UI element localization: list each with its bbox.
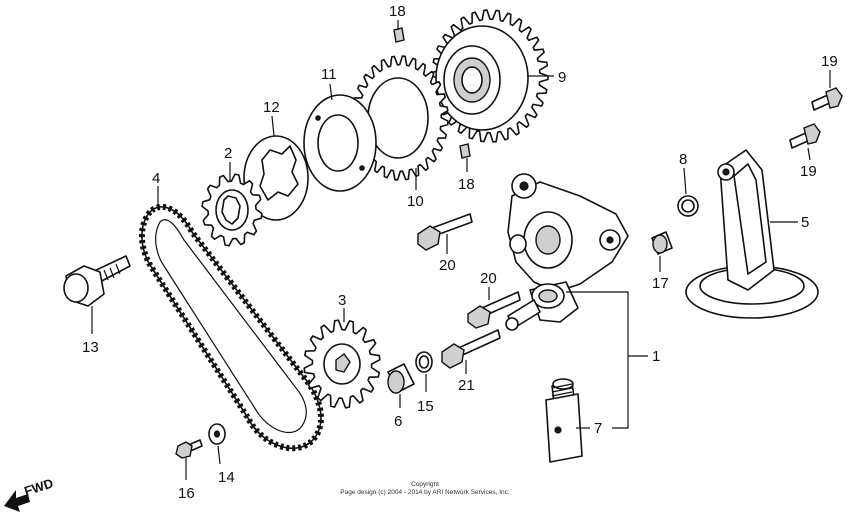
callout-10: 10 bbox=[407, 193, 424, 210]
callout-12: 12 bbox=[263, 99, 280, 116]
callout-21: 21 bbox=[458, 377, 475, 394]
callout-11: 11 bbox=[321, 66, 337, 83]
fwd-label: FWD bbox=[22, 475, 55, 498]
callout-5: 5 bbox=[801, 214, 809, 231]
fwd-arrow-icon bbox=[4, 490, 30, 512]
callout-19-upper: 19 bbox=[821, 53, 838, 70]
part-19-bolt-lower bbox=[789, 123, 821, 149]
callout-15: 15 bbox=[417, 398, 434, 415]
part-5-oil-strainer bbox=[685, 149, 819, 319]
part-2-drive-sprocket bbox=[201, 173, 263, 247]
part-20-bolt-upper bbox=[417, 213, 473, 251]
part-13-bolt bbox=[63, 255, 131, 307]
callout-3: 3 bbox=[338, 292, 346, 309]
part-7-relief-valve bbox=[545, 378, 583, 463]
part-18-dowel-pin-top bbox=[393, 27, 405, 43]
part-20-bolt-lower bbox=[467, 291, 521, 329]
callout-4: 4 bbox=[152, 170, 160, 187]
part-8-o-ring bbox=[677, 195, 699, 217]
copyright-line-2: Page design (c) 2004 - 2014 by ARI Netwo… bbox=[340, 489, 510, 496]
part-6-collar bbox=[387, 363, 415, 394]
copyright-line-1: Copyright bbox=[411, 481, 439, 488]
callout-2: 2 bbox=[224, 145, 232, 162]
callout-8: 8 bbox=[679, 151, 687, 168]
callout-20-lower: 20 bbox=[480, 270, 497, 287]
leader-lines bbox=[91, 20, 831, 480]
callout-20-upper: 20 bbox=[439, 257, 456, 274]
callout-18-middle: 18 bbox=[458, 176, 475, 193]
callout-9: 9 bbox=[558, 69, 566, 86]
part-4-drive-chain bbox=[138, 203, 324, 452]
part-9-primary-gear bbox=[431, 9, 549, 143]
callout-13: 13 bbox=[82, 339, 99, 356]
callout-19-lower: 19 bbox=[800, 163, 817, 180]
part-14-washer bbox=[208, 423, 226, 445]
part-16-bolt bbox=[175, 439, 203, 459]
callout-6: 6 bbox=[394, 413, 402, 430]
copyright-notice: Copyright Page design (c) 2004 - 2014 by… bbox=[300, 481, 550, 497]
part-19-bolt-upper bbox=[811, 87, 843, 111]
callout-7: 7 bbox=[594, 420, 602, 437]
part-15-o-ring bbox=[415, 351, 433, 373]
part-21-bolt bbox=[441, 329, 501, 369]
callout-14: 14 bbox=[218, 469, 235, 486]
part-3-driven-sprocket bbox=[303, 319, 381, 409]
part-1-oil-pump bbox=[505, 173, 629, 331]
callout-17: 17 bbox=[652, 275, 669, 292]
part-18-dowel-pin-middle bbox=[459, 143, 471, 159]
part-17-collar bbox=[651, 231, 673, 255]
callout-18-top: 18 bbox=[389, 3, 406, 20]
part-11-plate bbox=[303, 94, 377, 192]
callout-labels: 1 2 3 4 5 6 7 8 9 10 11 12 13 14 15 16 1… bbox=[82, 3, 838, 502]
callout-16: 16 bbox=[178, 485, 195, 502]
callout-1: 1 bbox=[652, 348, 660, 365]
fwd-direction-marker: FWD bbox=[4, 475, 55, 512]
